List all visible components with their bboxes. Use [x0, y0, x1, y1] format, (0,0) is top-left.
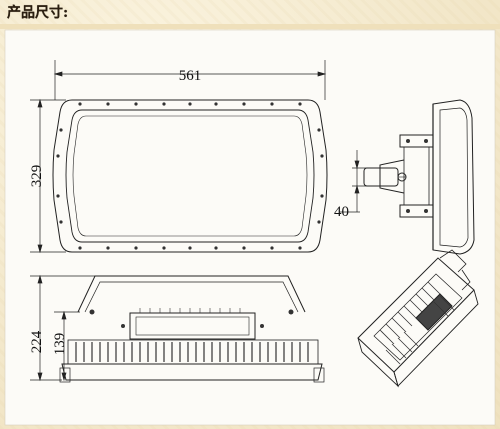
perspective-fins — [379, 281, 455, 365]
front-housing-outline — [52, 99, 328, 253]
section-title: 产品尺寸: — [7, 5, 69, 21]
side-view — [363, 99, 475, 255]
perspective-view — [357, 249, 479, 388]
side-yoke — [379, 159, 405, 194]
width-dimension — [53, 60, 327, 100]
side-bracket-top — [399, 134, 434, 148]
bracket-gap-dimension — [340, 150, 372, 213]
front-lens-outline — [65, 109, 315, 243]
side-housing-outline — [432, 99, 475, 255]
driver-box — [129, 312, 256, 340]
bottom-yoke-inner — [84, 281, 299, 313]
height-label: 329 — [29, 165, 45, 188]
bracket-gap-label: 40 — [334, 204, 349, 220]
header-band — [0, 24, 500, 29]
driver-ribs — [139, 308, 241, 313]
height-dimension — [30, 98, 66, 254]
bottom-yoke-outer — [77, 275, 306, 313]
side-bracket-bottom — [399, 204, 434, 218]
bottom-bolts — [89, 309, 294, 328]
front-view — [52, 99, 328, 253]
fin-height-dimension — [54, 310, 80, 382]
side-height-label: 224 — [29, 330, 45, 353]
heatsink-fins — [75, 342, 309, 362]
fin-height-label: 139 — [52, 333, 68, 356]
front-lens-inner — [72, 115, 308, 237]
side-housing-inner — [439, 107, 469, 248]
bottom-view — [59, 275, 325, 383]
front-bolts — [56, 102, 324, 250]
drawing-panel — [4, 29, 496, 426]
perspective-driver — [415, 293, 453, 331]
side-height-dimension — [30, 274, 95, 382]
side-bolts — [406, 139, 428, 213]
width-label: 561 — [179, 68, 202, 84]
